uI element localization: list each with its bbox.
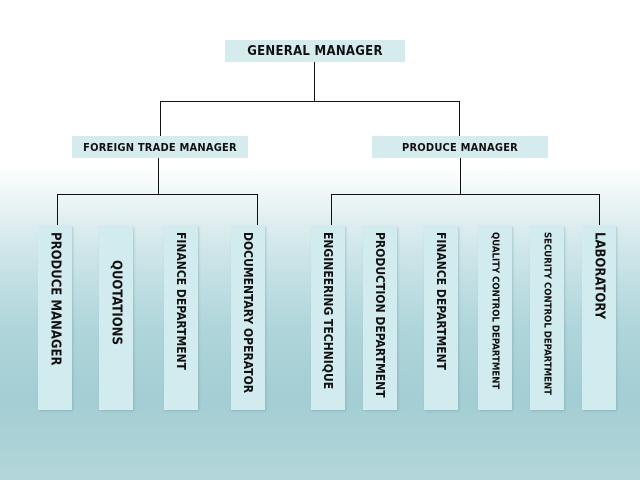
dept-label: DOCUMENTARY OPERATOR bbox=[241, 232, 255, 394]
dept-label: SECURITY CONTROL DEPARTMENT bbox=[541, 232, 553, 396]
foreign-trade-manager-box: FOREIGN TRADE MANAGER bbox=[72, 136, 248, 158]
foreign-trade-manager-label: FOREIGN TRADE MANAGER bbox=[83, 140, 237, 154]
dept-label: QUOTATIONS bbox=[108, 260, 124, 345]
right-group-bar bbox=[331, 194, 600, 195]
produce-manager-label: PRODUCE MANAGER bbox=[402, 140, 518, 154]
dept-laboratory: LABORATORY bbox=[582, 226, 616, 410]
dept-documentary-operator: DOCUMENTARY OPERATOR bbox=[231, 226, 265, 410]
right-drop-6 bbox=[599, 194, 600, 225]
dept-produce-manager: PRODUCE MANAGER bbox=[38, 226, 72, 410]
dept-label: PRODUCTION DEPARTMENT bbox=[373, 232, 387, 398]
left-drop-4 bbox=[257, 194, 258, 225]
dept-engineering-technique: ENGINEERING TECHNIQUE bbox=[311, 226, 345, 410]
root-stem bbox=[314, 62, 315, 102]
right-drop-1 bbox=[331, 194, 332, 225]
dept-label: QUALITY CONTROL DEPARTMENT bbox=[489, 232, 501, 390]
left-drop-1 bbox=[57, 194, 58, 225]
right-group-stem bbox=[460, 158, 461, 195]
left-group-bar bbox=[57, 194, 258, 195]
dept-label: ENGINEERING TECHNIQUE bbox=[321, 232, 335, 390]
dept-finance-department-right: FINANCE DEPARTMENT bbox=[424, 226, 458, 410]
branch-bar bbox=[160, 101, 460, 102]
dept-label: FINANCE DEPARTMENT bbox=[434, 232, 448, 371]
dept-label: FINANCE DEPARTMENT bbox=[174, 232, 188, 371]
dept-quotations: QUOTATIONS bbox=[99, 226, 133, 410]
left-group-stem bbox=[158, 158, 159, 195]
general-manager-box: GENERAL MANAGER bbox=[225, 40, 405, 62]
dept-quality-control: QUALITY CONTROL DEPARTMENT bbox=[478, 226, 512, 410]
general-manager-label: GENERAL MANAGER bbox=[247, 43, 383, 59]
dept-label: PRODUCE MANAGER bbox=[47, 232, 63, 366]
dept-label: LABORATORY bbox=[591, 232, 607, 320]
dept-security-control: SECURITY CONTROL DEPARTMENT bbox=[530, 226, 564, 410]
right-branch-drop bbox=[459, 101, 460, 136]
dept-finance-department-left: FINANCE DEPARTMENT bbox=[164, 226, 198, 410]
dept-production-department: PRODUCTION DEPARTMENT bbox=[363, 226, 397, 410]
produce-manager-box: PRODUCE MANAGER bbox=[372, 136, 548, 158]
left-branch-drop bbox=[160, 101, 161, 136]
